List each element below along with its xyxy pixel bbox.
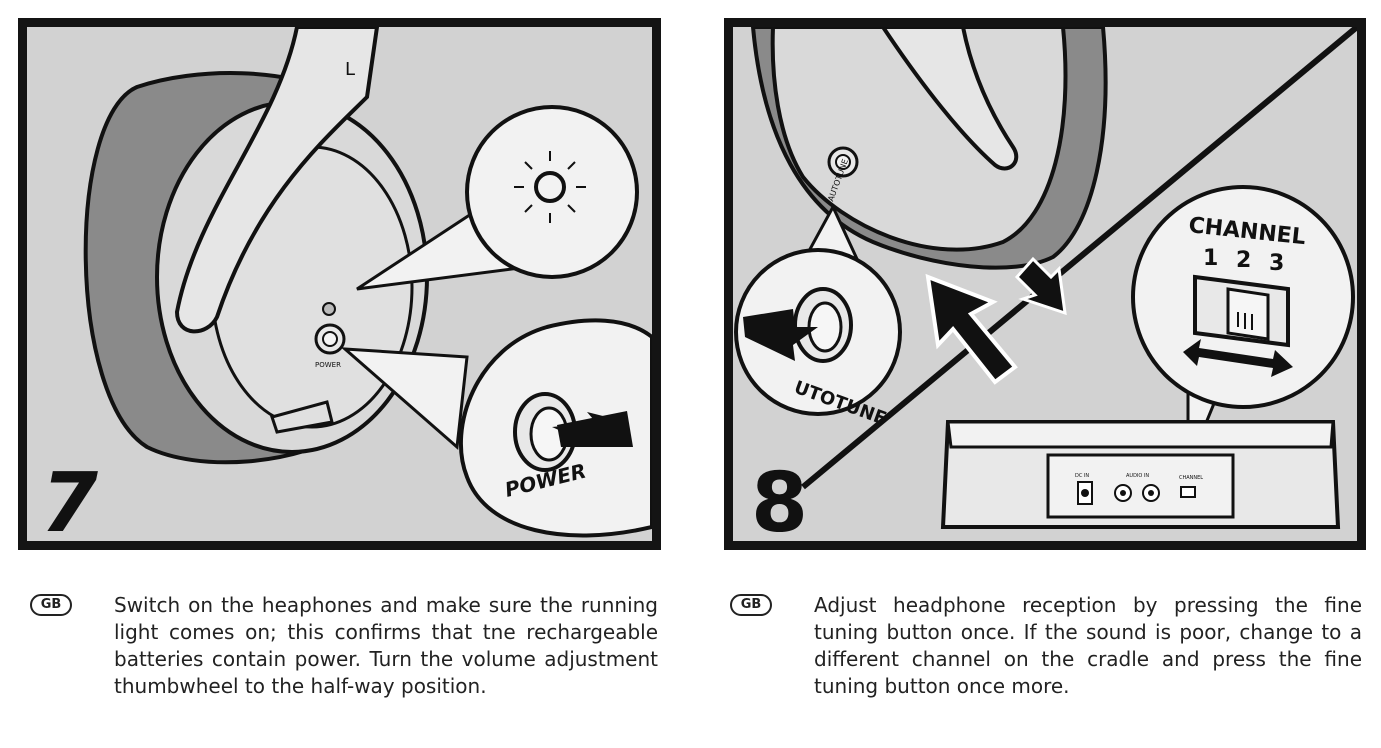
- step-number-7: 7: [41, 456, 99, 550]
- channel-number-2: 2: [1236, 248, 1251, 273]
- step-number-8: 8: [751, 456, 809, 550]
- step-8-instruction-text: Adjust headphone reception by pressing t…: [814, 593, 1362, 698]
- base-label-channel: CHANNEL: [1179, 475, 1203, 481]
- cradle-connector-panel: [1046, 453, 1235, 519]
- earcup-shell: [770, 27, 1068, 252]
- slide-arrow-icon: [1183, 339, 1293, 377]
- step-7-illustration: L POWER POWER 7: [18, 18, 661, 550]
- step-7-drawing: L POWER POWER: [83, 27, 652, 538]
- headband: [174, 27, 380, 334]
- led-zoom-light: [534, 171, 566, 203]
- step-7-instruction-text: Switch on the heaphones and make sure th…: [114, 593, 658, 698]
- channel-number-3: 3: [1269, 251, 1284, 276]
- running-light-led: [322, 302, 336, 316]
- step-8-drawing: AUTOTUNE UTOTUNE CHANNEL 1 2 3 DC IN: [734, 27, 1357, 529]
- channel-switch-knob: [1226, 287, 1270, 341]
- earcup-side-label: L: [345, 59, 355, 80]
- press-arrow-icon: [743, 309, 818, 361]
- signal-arrow-large-icon: [925, 273, 1018, 385]
- led-glow-rays: [514, 151, 586, 223]
- gb-language-badge: GB: [30, 594, 72, 616]
- headband: [880, 27, 1019, 171]
- base-label-audio: AUDIO IN: [1126, 473, 1149, 479]
- gb-language-badge: GB: [730, 594, 772, 616]
- small-power-label: POWER: [315, 361, 341, 369]
- step-8-illustration: AUTOTUNE UTOTUNE CHANNEL 1 2 3 DC IN: [724, 18, 1366, 550]
- base-label-dcin: DC IN: [1075, 473, 1089, 479]
- channel-switch-small: [1180, 486, 1196, 498]
- diagonal-divider: [801, 27, 1357, 490]
- signal-arrow-small-icon: [1014, 256, 1067, 316]
- channel-number-1: 1: [1203, 246, 1218, 271]
